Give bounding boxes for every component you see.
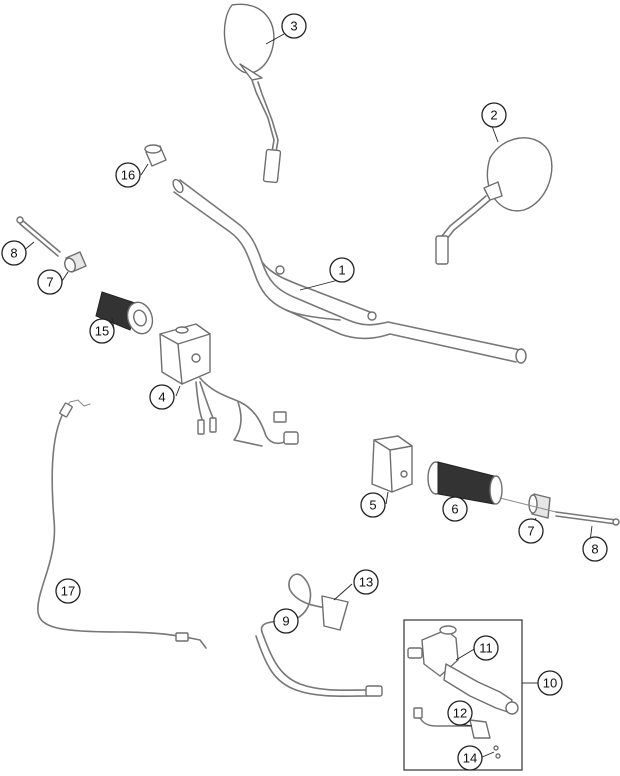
lever-assembly-box <box>403 619 523 771</box>
callout-15: 15 <box>89 318 115 344</box>
svg-text:17: 17 <box>61 584 75 599</box>
svg-text:9: 9 <box>282 614 289 629</box>
svg-text:5: 5 <box>369 498 376 513</box>
grip-right-part <box>427 461 503 505</box>
screws-part <box>493 745 501 759</box>
callout-8-right: 8 <box>582 536 608 562</box>
svg-text:1: 1 <box>338 263 345 278</box>
svg-text:4: 4 <box>158 390 165 405</box>
callout-13: 13 <box>353 569 379 595</box>
callout-3: 3 <box>281 13 307 39</box>
callout-5: 5 <box>360 492 386 518</box>
bar-end-left-part <box>64 251 87 273</box>
svg-text:10: 10 <box>543 676 557 691</box>
svg-text:12: 12 <box>453 706 467 721</box>
svg-text:16: 16 <box>121 168 135 183</box>
callout-9: 9 <box>273 608 299 634</box>
lever-part <box>407 625 519 715</box>
svg-text:6: 6 <box>451 502 458 517</box>
bar-end-right-part <box>528 493 551 519</box>
callout-8-left: 8 <box>1 240 27 266</box>
callout-11: 11 <box>473 635 499 661</box>
mirror-left-part <box>223 3 282 184</box>
svg-text:8: 8 <box>591 542 598 557</box>
callout-17: 17 <box>55 578 81 604</box>
lever-switch-part <box>413 707 491 739</box>
svg-text:8: 8 <box>10 246 17 261</box>
svg-text:2: 2 <box>490 108 497 123</box>
bolt-left-part <box>16 216 61 257</box>
svg-text:3: 3 <box>290 19 297 34</box>
left-switch-part <box>159 323 299 447</box>
callout-12: 12 <box>447 700 473 726</box>
callout-4: 4 <box>149 384 175 410</box>
callout-10: 10 <box>537 670 563 696</box>
right-switch-part <box>371 435 413 493</box>
svg-text:7: 7 <box>527 524 534 539</box>
bushing-part <box>144 144 167 167</box>
callout-1: 1 <box>329 257 355 283</box>
clutch-cable-part <box>37 399 207 649</box>
bolt-right-part <box>499 497 620 526</box>
hose-part <box>255 573 383 698</box>
callout-7-right: 7 <box>518 518 544 544</box>
grip-left-part <box>95 291 154 335</box>
callout-16: 16 <box>115 162 141 188</box>
callout-2: 2 <box>481 102 507 128</box>
svg-text:14: 14 <box>463 751 477 766</box>
handlebar-part <box>172 178 527 364</box>
callout-6: 6 <box>442 496 468 522</box>
mirror-right-part <box>435 137 553 265</box>
callout-7-left: 7 <box>37 269 63 295</box>
svg-text:15: 15 <box>95 324 109 339</box>
svg-text:11: 11 <box>479 641 493 656</box>
callout-14: 14 <box>457 745 483 771</box>
svg-text:7: 7 <box>46 275 53 290</box>
svg-text:13: 13 <box>359 575 373 590</box>
